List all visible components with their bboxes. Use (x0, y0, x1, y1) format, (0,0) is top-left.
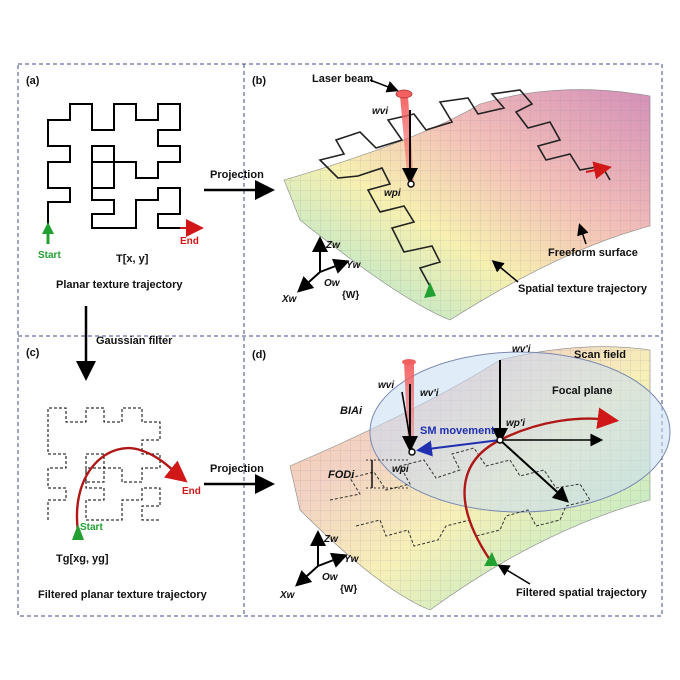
origin-label-b: Ow (324, 278, 341, 289)
filtered-spatial-trajectory-dashed (329, 447, 591, 547)
panel-a-tag: (a) (26, 75, 40, 87)
start-label-c: Start (80, 522, 103, 533)
vi-prime-vector-d (401, 391, 413, 451)
caption-c: Filtered planar texture trajectory (38, 589, 208, 601)
projection-arrow-bottom: Projection (204, 463, 275, 494)
end-label-c: End (182, 486, 201, 497)
bia-label: BIAi (340, 405, 363, 417)
pi-point-b (407, 180, 415, 188)
start-arrow-head-a (42, 222, 54, 234)
projection-label-bottom: Projection (210, 463, 264, 475)
pi-prime-vector (499, 439, 569, 503)
pi-label-b: wpi (384, 188, 401, 199)
start-label-a: Start (38, 250, 61, 261)
vi-prime-label-d: wv'i (420, 388, 439, 399)
z-label-d: Zw (323, 534, 339, 545)
laser-top-d (402, 359, 416, 365)
panel-c-tag: (c) (26, 347, 40, 359)
origin-label-d: Ow (322, 572, 339, 583)
pi-prime-point (496, 436, 504, 444)
panel-c: (c) Start End Tg[xg, yg] Filtered planar… (26, 347, 208, 601)
frame-label-d: {W} (340, 584, 357, 595)
y-axis-d (317, 552, 348, 568)
spatial-trajectory (318, 89, 611, 291)
trajectory-symbol-c: Tg[xg, yg] (56, 553, 109, 565)
axes-b: Zw Yw Xw Ow {W} (281, 236, 362, 305)
outer-border (17, 63, 663, 617)
laser-beam-label: Laser beam (312, 73, 373, 85)
sm-movement-arrow (416, 439, 501, 457)
sm-movement-label: SM movement (420, 425, 495, 437)
pi-point-d (408, 448, 416, 456)
y-label-d: Yw (344, 554, 360, 565)
gaussian-arrow: Gaussian filter (76, 306, 173, 381)
planar-trajectory (47, 103, 181, 229)
laser-top-b (395, 89, 413, 99)
projection-arrow-top: Projection (204, 169, 275, 200)
x-axis-d (295, 565, 319, 587)
scan-field-label: Scan field (574, 349, 626, 361)
panel-a: (a) Start End T[x, y] Planar texture tra… (26, 75, 204, 291)
filtered-curve-c (75, 446, 188, 533)
spatial-label: Spatial texture trajectory (518, 283, 648, 295)
laser-beam-pointer (369, 79, 399, 93)
start-arrow-b (424, 282, 436, 298)
fod-label: FODi (328, 469, 355, 481)
freeform-label: Freeform surface (548, 247, 638, 259)
vi-prime-top-label: wv'i (512, 344, 531, 355)
panel-d: (d) wv'i Scan field Focal plane wvi wv'i… (252, 344, 671, 611)
vi-label-d: wvi (378, 380, 394, 391)
spatial-pointer (491, 260, 519, 283)
x-label-b: Xw (281, 294, 298, 305)
panel-borders (17, 63, 663, 617)
gaussian-label: Gaussian filter (96, 335, 173, 347)
y-axis-b (319, 258, 350, 274)
pi-prime-label: wp'i (506, 418, 525, 429)
surface-grid-b (284, 89, 650, 320)
frame-label-b: {W} (342, 290, 359, 301)
projection-label-top: Projection (210, 169, 264, 181)
pi-label-d: wpi (392, 464, 409, 475)
z-label-b: Zw (325, 240, 341, 251)
x-label-d: Xw (279, 590, 296, 601)
y-label-b: Yw (346, 260, 362, 271)
freeform-pointer (577, 223, 589, 245)
trajectory-symbol-a: T[x, y] (116, 253, 149, 265)
filtered-spatial-pointer (497, 564, 531, 585)
end-label-a: End (180, 236, 199, 247)
vi-label-b: wvi (372, 106, 388, 117)
end-arrow-b (585, 161, 612, 180)
filtered-spatial-label: Filtered spatial trajectory (516, 587, 648, 599)
axes-d: Zw Yw Xw Ow {W} (279, 530, 360, 601)
start-arrow-d (484, 552, 498, 566)
caption-a: Planar texture trajectory (56, 279, 183, 291)
filtered-planar-trajectory (47, 407, 161, 521)
start-arrow-c (72, 524, 84, 540)
x-axis-b (297, 271, 321, 293)
panel-b: (b) Laser beam wvi wpi Freeform surface … (252, 73, 651, 321)
focal-plane-label: Focal plane (552, 385, 613, 397)
panel-b-tag: (b) (252, 75, 266, 87)
panel-d-tag: (d) (252, 349, 266, 361)
